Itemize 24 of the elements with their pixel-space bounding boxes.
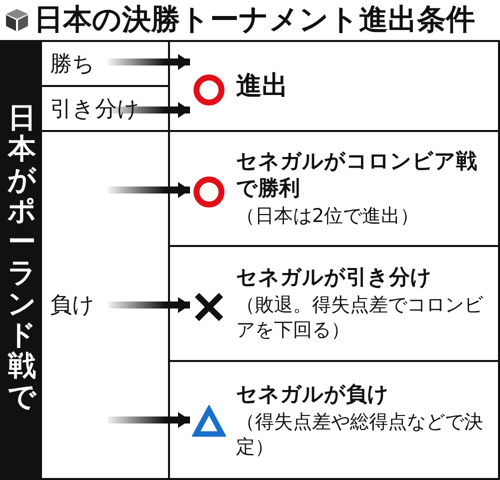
result-heading: セネガルが負け (236, 380, 390, 408)
result-cell (168, 40, 500, 132)
title: 日本の決勝トーナメント進出条件 (34, 1, 475, 38)
side-band (0, 40, 42, 480)
arrow (108, 297, 190, 313)
result-heading: セネガルが引き分け (236, 264, 433, 291)
arrow (108, 54, 190, 70)
circle-mark (192, 175, 226, 209)
band-label: 日本がポーランド戦で (7, 102, 37, 412)
condition-label: 負け (50, 292, 95, 320)
cross-mark (192, 290, 226, 324)
triangle-mark (192, 405, 226, 439)
circle-mark (192, 73, 226, 107)
condition-label: 引き分け (50, 96, 140, 124)
result-note: （得失点差や総得点などで決定） (236, 410, 484, 460)
condition-label: 勝ち (50, 50, 95, 78)
result-heading: 進出 (236, 72, 289, 100)
result-cell (168, 360, 500, 480)
result-heading: セネガルがコロンビア戦で勝利 (236, 148, 478, 202)
arrow (108, 182, 190, 198)
result-note: （敗退。得失点差でコロンビアを下回る） (236, 293, 484, 343)
result-note: （日本は2位で進出） (236, 204, 420, 229)
arrow (108, 412, 190, 428)
arrow (108, 102, 190, 118)
